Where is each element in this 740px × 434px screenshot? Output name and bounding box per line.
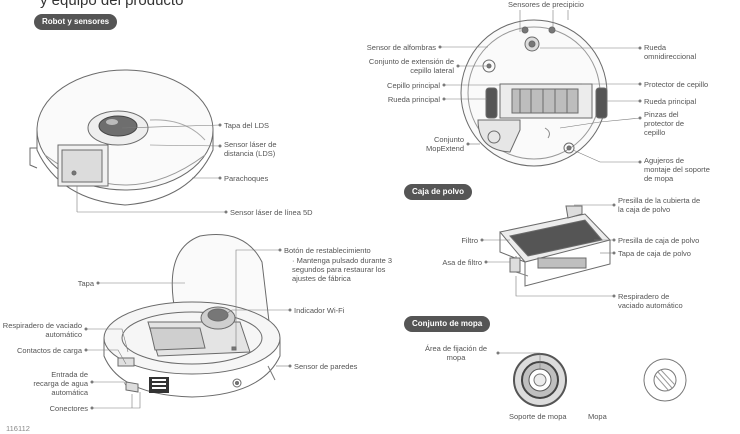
section-mop-assembly: Conjunto de mopa: [404, 316, 491, 332]
label-filter: Filtro: [461, 236, 478, 245]
page-header: y equipo del producto: [40, 0, 184, 9]
label-mop: Mopa: [588, 412, 607, 421]
label-charging-contacts: Contactos de carga: [16, 346, 82, 355]
label-omni-wheel: Rueda omnidireccional: [644, 43, 697, 61]
label-reset-button: Botón de restablecimiento: [284, 246, 371, 255]
label-brush-guard-clips: Pinzas del protector de cepillo: [644, 110, 685, 137]
label-lds-cover: Tapa del LDS: [224, 121, 270, 130]
label-wall-sensor: Sensor de paredes: [294, 362, 358, 371]
leader-lines: [76, 10, 642, 410]
label-dust-box-latch: Presilla de caja de polvo: [618, 236, 700, 245]
robot-top-illustration: [29, 69, 214, 206]
robot-underside-illustration: [460, 19, 608, 167]
label-brush-guard: Protector de cepillo: [644, 80, 709, 89]
label-mop-area: Área de fijación de mopa: [424, 344, 488, 362]
label-main-brush: Cepillo principal: [387, 81, 440, 90]
mop-illustration: [513, 353, 687, 407]
label-bumper: Parachoques: [224, 174, 269, 183]
label-cliff-sensors: Sensores de precipicio: [508, 0, 584, 9]
label-main-wheel-left: Rueda principal: [387, 95, 440, 104]
label-line-laser: Sensor láser de línea 5D: [230, 208, 313, 217]
label-auto-empty-vent: Respiradero de vaciado automático: [2, 321, 82, 339]
label-lds-sensor: Sensor láser de distancia (LDS): [224, 140, 277, 158]
label-side-brush-extension: Conjunto de extensión de cepillo lateral: [368, 57, 454, 75]
label-connectors: Conectores: [49, 404, 88, 413]
robot-lid-open-illustration: [103, 234, 281, 398]
label-mopextend: Conjunto MopExtend: [426, 135, 464, 153]
label-dust-box-cover-latch: Presilla de la cubierta de la caja de po…: [618, 196, 701, 214]
label-carpet-sensor: Sensor de alfombras: [366, 43, 436, 52]
label-wifi-indicator: Indicador Wi-Fi: [294, 306, 345, 315]
label-reset-note: · Mantenga pulsado durante 3 segundos pa…: [292, 256, 393, 283]
section-dust-box: Caja de polvo: [404, 184, 473, 200]
label-water-refill-inlet: Entrada de recarga de agua automática: [33, 370, 88, 397]
label-dust-box-cover: Tapa de caja de polvo: [618, 249, 691, 258]
label-filter-handle: Asa de filtro: [442, 258, 482, 267]
footer-code: 116112: [6, 424, 30, 433]
dust-box-illustration: [499, 205, 611, 287]
section-robot-sensors: Robot y sensores: [34, 14, 118, 30]
label-dust-box-vent: Respiradero de vaciado automático: [618, 292, 683, 310]
label-mop-holes: Agujeros de montaje del soporte de mopa: [644, 156, 710, 183]
label-main-wheel-right: Rueda principal: [644, 97, 697, 106]
label-lid: Tapa: [77, 279, 94, 288]
label-mop-holder: Soporte de mopa: [509, 412, 567, 421]
